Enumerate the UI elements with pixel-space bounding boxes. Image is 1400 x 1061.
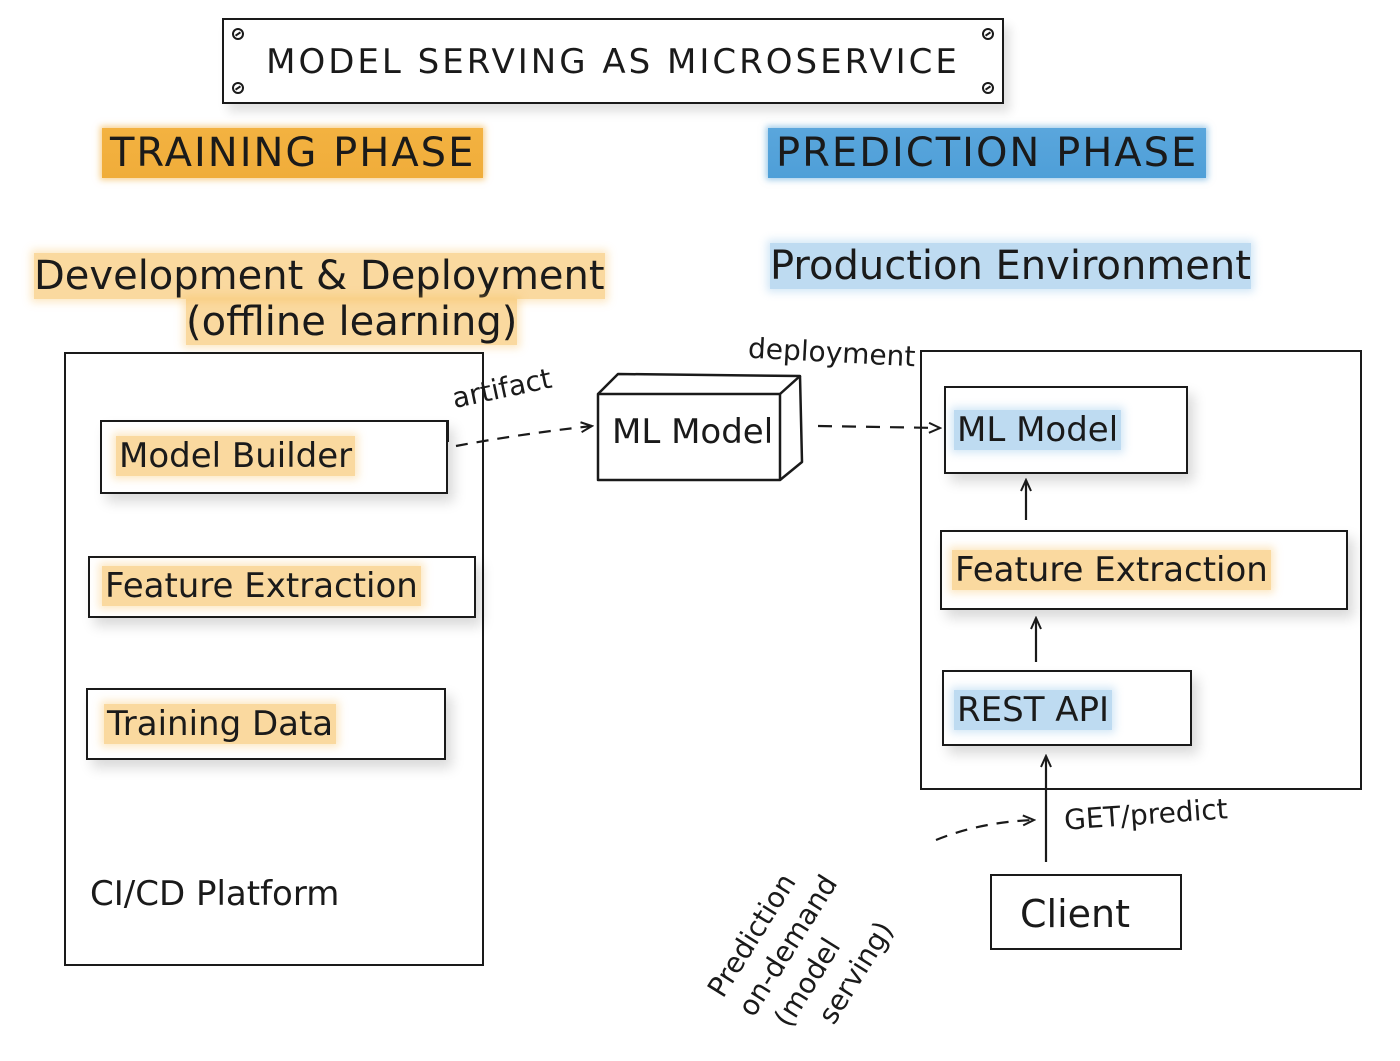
training-feature-extraction-box: Feature Extraction bbox=[88, 556, 476, 618]
model-builder-label: Model Builder bbox=[116, 436, 356, 476]
screw-icon bbox=[232, 28, 244, 40]
prediction-heading: Production Environment bbox=[770, 242, 1251, 290]
model-builder-box: Model Builder bbox=[100, 420, 448, 494]
training-heading: Development & Deployment bbox=[34, 252, 605, 300]
note-to-request-arrow bbox=[935, 820, 1034, 842]
artifact-model-label: ML Model bbox=[612, 412, 774, 452]
screw-icon bbox=[982, 82, 994, 94]
screw-icon bbox=[232, 82, 244, 94]
training-data-box: Training Data bbox=[86, 688, 446, 760]
artifact-ml-model-box bbox=[596, 372, 804, 482]
prod-ml-model-label: ML Model bbox=[954, 410, 1122, 450]
rest-api-label: REST API bbox=[954, 690, 1113, 730]
title-plate: MODEL SERVING AS MICROSERVICE bbox=[222, 18, 1004, 104]
deployment-arrow bbox=[817, 426, 940, 428]
client-box: Client bbox=[990, 874, 1182, 950]
prediction-phase-label: PREDICTION PHASE bbox=[768, 128, 1207, 178]
rest-api-box: REST API bbox=[942, 670, 1192, 746]
screw-icon bbox=[982, 28, 994, 40]
training-heading-line2: (offline learning) bbox=[186, 299, 518, 345]
prod-feature-extraction-box: Feature Extraction bbox=[940, 530, 1348, 610]
prod-ml-model-box: ML Model bbox=[944, 386, 1188, 474]
training-heading-sub: (offline learning) bbox=[186, 298, 518, 346]
prediction-heading-text: Production Environment bbox=[770, 243, 1251, 289]
cicd-platform-container bbox=[64, 352, 484, 966]
diagram-title: MODEL SERVING AS MICROSERVICE bbox=[266, 42, 960, 82]
prod-feature-extraction-label: Feature Extraction bbox=[952, 550, 1271, 590]
training-heading-line1: Development & Deployment bbox=[34, 253, 605, 299]
training-data-label: Training Data bbox=[104, 704, 337, 744]
artifact-arrow bbox=[455, 426, 592, 448]
client-label: Client bbox=[1020, 892, 1131, 936]
training-feature-extraction-label: Feature Extraction bbox=[102, 566, 421, 606]
production-environment-container bbox=[920, 350, 1362, 790]
training-phase-label: TRAINING PHASE bbox=[102, 128, 484, 178]
cicd-platform-label: CI/CD Platform bbox=[90, 874, 340, 914]
